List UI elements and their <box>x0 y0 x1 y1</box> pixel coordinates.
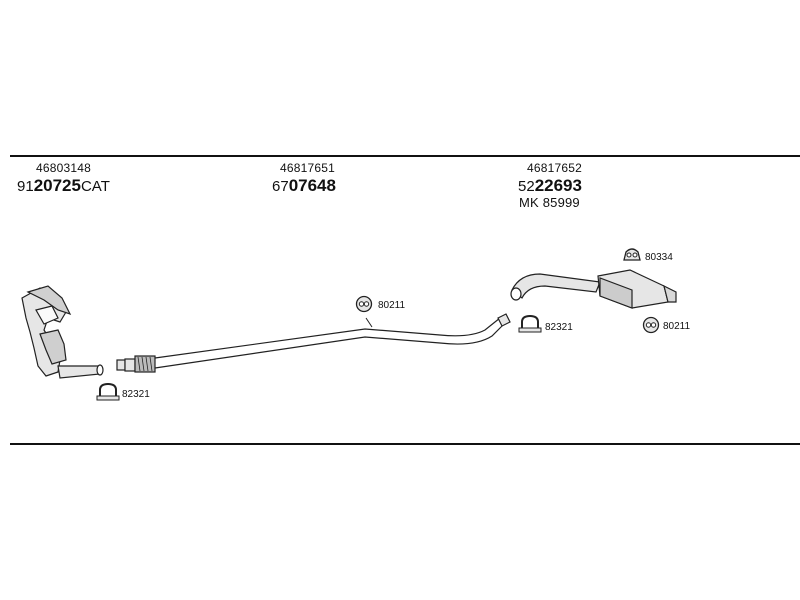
middle-pipe-part <box>116 313 511 373</box>
fitting-number-hanger-mid: 80211 <box>378 300 406 311</box>
rear-silencer-part <box>510 269 677 309</box>
ref-suffix: CAT <box>80 178 110 195</box>
oe-number-rear-silencer: 46817652 <box>527 161 582 175</box>
clamp-icon <box>96 382 120 401</box>
rubber-mount-icon <box>623 248 641 261</box>
ref-prefix: 67 <box>272 178 289 195</box>
bottom-divider <box>10 443 800 445</box>
fitting-number-clamp-front: 82321 <box>122 389 150 400</box>
oe-number-middle-pipe: 46817651 <box>280 161 335 175</box>
mounting-kit-number: MK 85999 <box>519 195 580 210</box>
ref-number-catalyst: 9120725CAT <box>17 177 110 194</box>
ref-number-middle-pipe: 6707648 <box>272 177 336 194</box>
ref-bold: 22693 <box>534 176 582 195</box>
ref-bold: 20725 <box>33 176 81 195</box>
ref-number-rear-silencer: 5222693 <box>518 177 582 194</box>
rubber-hanger-icon <box>355 295 373 313</box>
oe-number-catalyst: 46803148 <box>36 161 91 175</box>
rubber-hanger-icon <box>642 316 660 334</box>
ref-bold: 07648 <box>288 176 336 195</box>
fitting-number-rubber-rear: 80334 <box>645 252 673 263</box>
catalytic-converter-part <box>21 285 104 379</box>
clamp-icon <box>518 314 542 333</box>
ref-prefix: 91 <box>17 178 34 195</box>
ref-prefix: 52 <box>518 178 535 195</box>
top-divider <box>10 155 800 157</box>
fitting-number-hanger-rear: 80211 <box>663 321 691 332</box>
fitting-number-clamp-rear: 82321 <box>545 322 573 333</box>
